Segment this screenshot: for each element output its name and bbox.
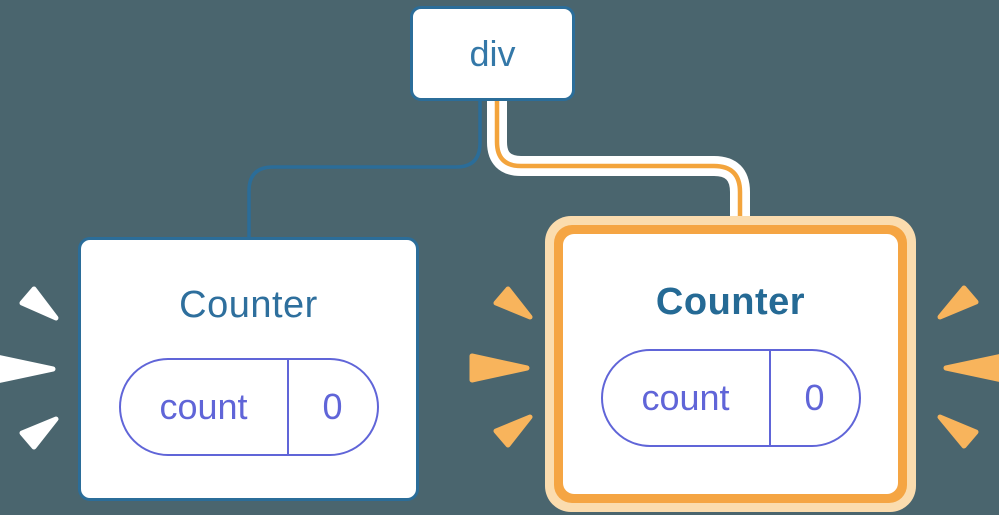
state-value-cell: 0 (771, 351, 859, 445)
orange-spark-burst-right-of-right-card (937, 285, 999, 449)
spark-icon (19, 286, 59, 321)
edge-div-to-left-counter (247, 98, 482, 240)
counter-component-card-right: Counter count 0 (563, 234, 898, 494)
state-label-cell: count (121, 360, 289, 454)
tree-node-div: div (410, 6, 575, 101)
tree-node-div-label: div (469, 32, 516, 74)
state-pill: count 0 (600, 349, 861, 447)
edge-orange-halo (487, 98, 750, 221)
edge-div-to-right-counter (494, 98, 743, 221)
spark-icon (469, 353, 530, 383)
state-value-cell: 0 (289, 360, 377, 454)
spark-icon (493, 286, 533, 320)
spark-icon (19, 416, 59, 450)
state-pill: count 0 (118, 358, 379, 456)
counter-component-card-right-glow: Counter count 0 (545, 216, 916, 512)
state-label: count (159, 386, 248, 427)
orange-spark-burst-left-of-right-card (469, 286, 533, 448)
white-spark-burst-left (0, 286, 59, 450)
state-label-cell: count (603, 351, 771, 445)
spark-icon (0, 355, 56, 383)
spark-icon (937, 285, 979, 320)
component-title: Counter (655, 281, 806, 323)
state-label: count (641, 377, 730, 418)
component-title: Counter (179, 284, 318, 326)
spark-icon (943, 354, 999, 382)
spark-icon (493, 414, 533, 448)
state-value: 0 (322, 386, 343, 427)
counter-component-card-left: Counter count 0 (78, 237, 419, 501)
counter-component-card-right-border: Counter count 0 (554, 225, 907, 503)
spark-icon (937, 414, 979, 449)
state-value: 0 (804, 377, 825, 418)
